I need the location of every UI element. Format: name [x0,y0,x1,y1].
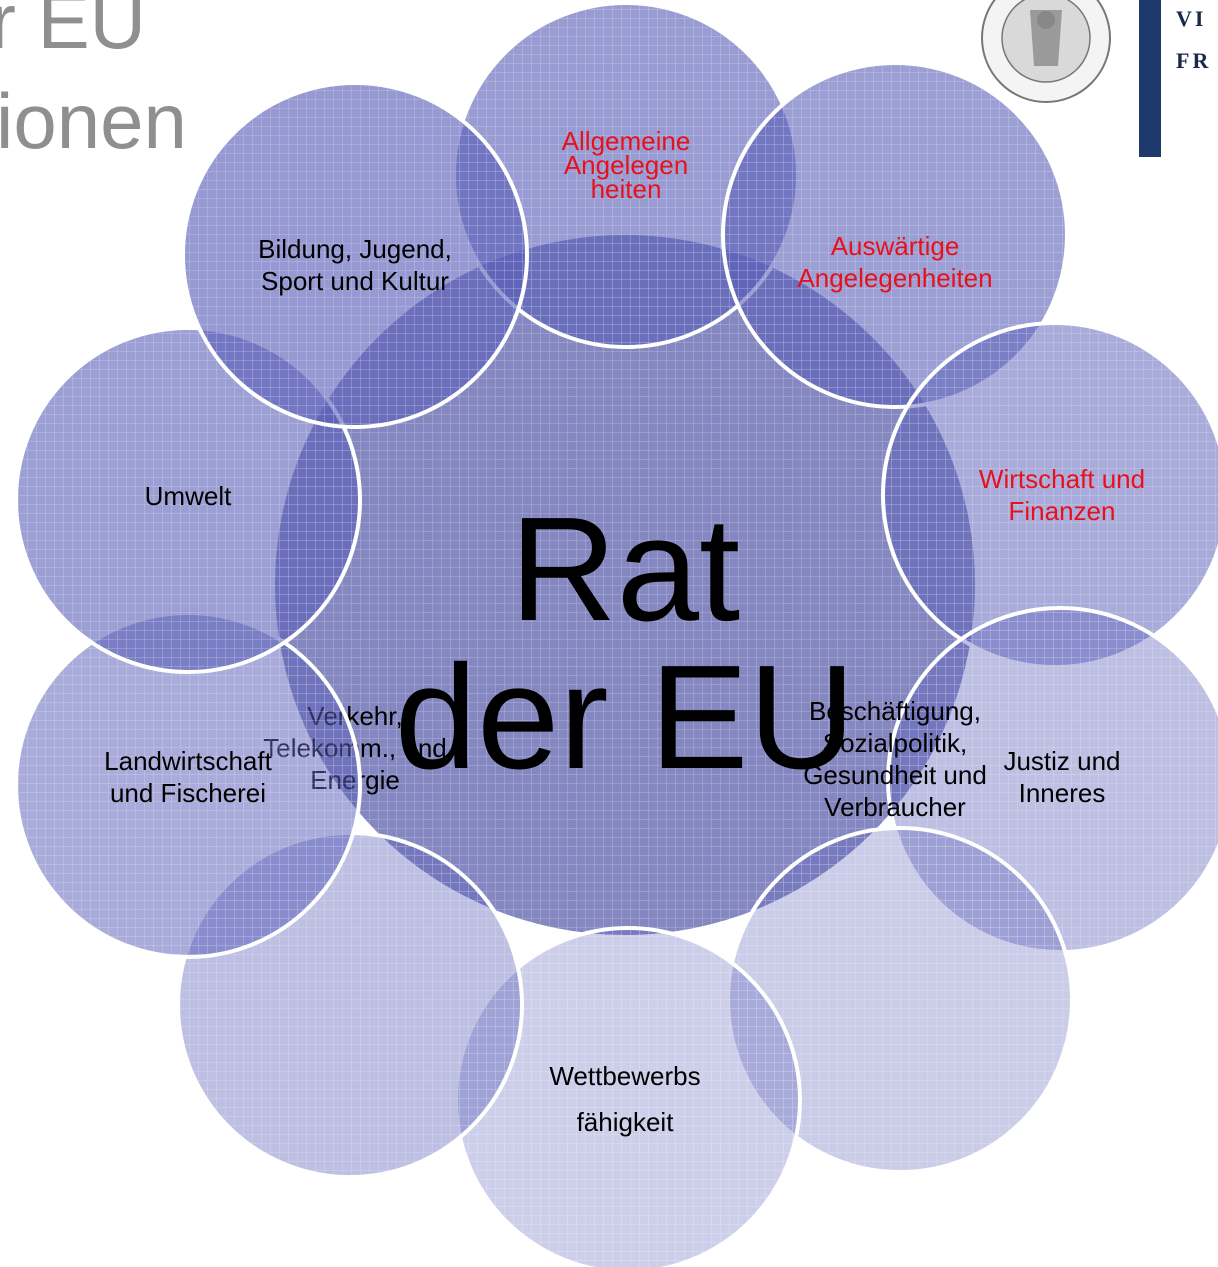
label-umwelt-line-1: Umwelt [145,481,232,511]
circle-wettbewerbsfaehigkeit: Wettbewerbs fähigkeit [454,926,802,1267]
circle-texture-landwirtschaft [18,615,358,955]
label-beschaeftigung-line-4: Verbraucher [824,792,966,822]
circle-texture-wirtschaft-und-finanzen [885,325,1218,665]
circle-beschaeftigung: Beschäftigung,Sozialpolitik,Gesundheit u… [726,696,1074,1174]
center-label: Rat der EU [395,487,856,800]
label-bildung-line-2: Sport und Kultur [261,266,449,296]
center-label-line-1: Rat [510,487,740,652]
label-justiz-und-inneres-line-1: Justiz und [1003,746,1120,776]
slide-title-line-1: r EU [0,0,146,65]
slide-title-line-2: ionen [0,77,187,165]
label-auswaertige-angelegenheiten-line-2: Angelegenheiten [797,263,992,293]
label-beschaeftigung-line-3: Gesundheit und [803,760,987,790]
label-justiz-und-inneres-line-2: Inneres [1019,778,1106,808]
university-seal-icon [981,0,1111,103]
label-allgemeine-angelegenheiten-line-2: Angelegen [564,150,688,180]
logo-text-line-1: VI [1176,6,1207,31]
label-allgemeine-angelegenheiten-line-1: Allgemeine [562,126,691,156]
circle-texture-allgemeine-angelegenheiten [456,5,796,345]
circle-texture-auswaertige-angelegenheiten [725,65,1065,405]
label-auswaertige-angelegenheiten-line-1: Auswärtige [831,231,960,261]
label-wettbewerbsfaehigkeit-line-2: fähigkeit [577,1107,675,1137]
circle-bildung: Bildung, Jugend,Sport und Kultur [181,81,529,429]
label-landwirtschaft-line-1: Landwirtschaft [104,746,272,776]
circle-texture-beschaeftigung [730,830,1070,1170]
logo-text-line-2: FR [1176,48,1212,73]
label-bildung-line-1: Bildung, Jugend, [258,234,452,264]
center-label-line-2: der EU [395,635,856,800]
center-circle [275,235,975,935]
logo-bar [1139,0,1161,157]
circle-umwelt: Umwelt [14,326,362,674]
circle-texture-bildung [185,85,525,425]
label-wettbewerbsfaehigkeit-line-1: Wettbewerbs [549,1061,700,1091]
circle-texture-umwelt [18,330,358,670]
circle-texture-wettbewerbsfaehigkeit [458,930,798,1267]
label-beschaeftigung-line-2: Sozialpolitik, [823,728,968,758]
label-wirtschaft-und-finanzen-line-1: Wirtschaft und [979,464,1145,494]
label-beschaeftigung-line-1: Beschäftigung, [809,696,981,726]
label-allgemeine-angelegenheiten-line-3: heiten [591,174,662,204]
label-wirtschaft-und-finanzen-line-2: Finanzen [1009,496,1116,526]
label-landwirtschaft-line-2: und Fischerei [110,778,266,808]
